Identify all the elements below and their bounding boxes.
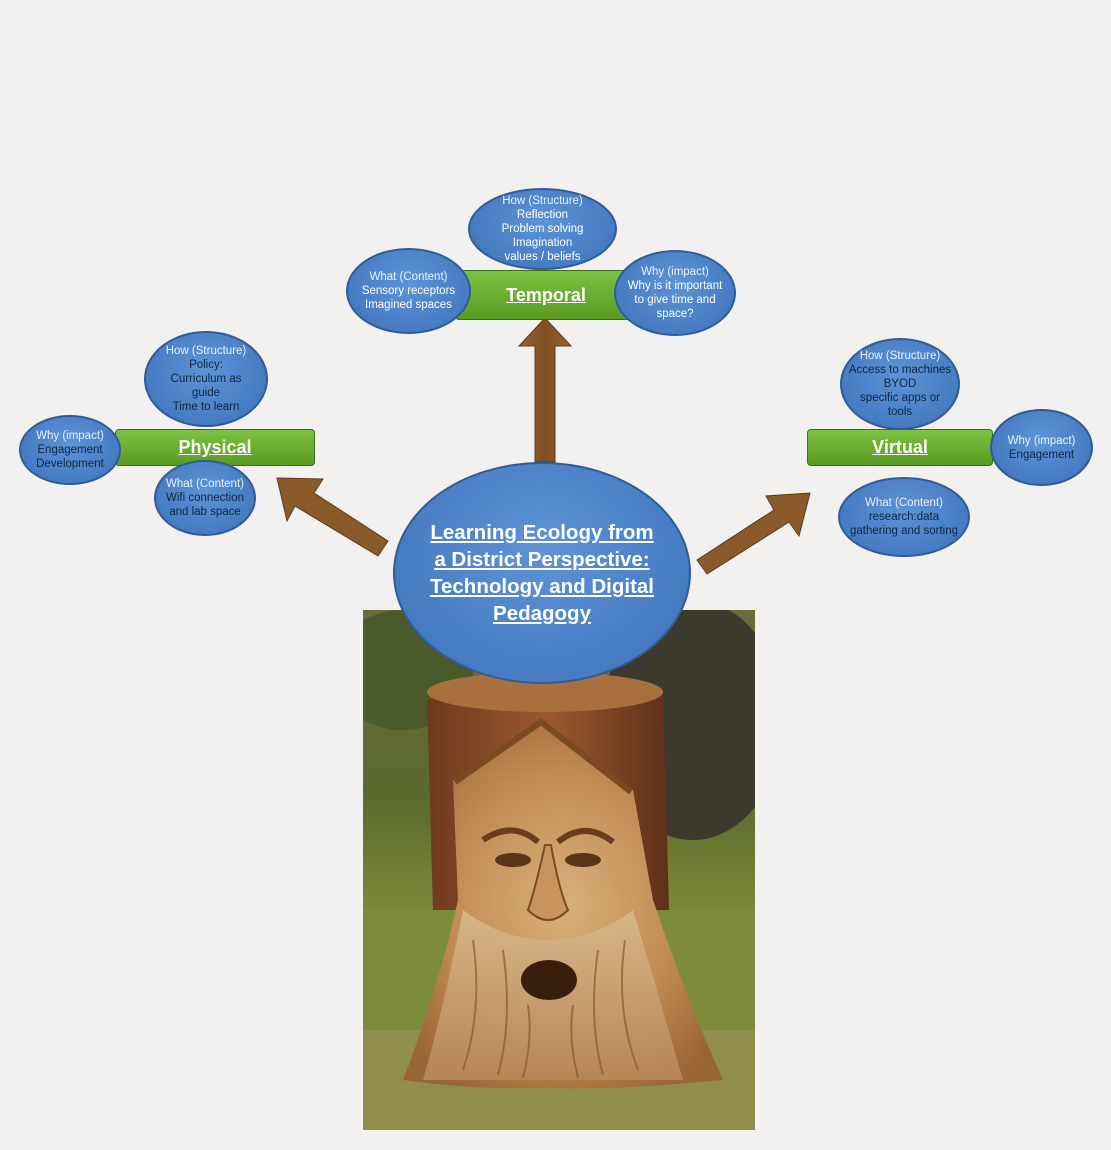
physical-what-oval: What (Content) Wifi connection and lab s… — [154, 460, 256, 536]
temporal-how-line-3: Imagination — [512, 237, 573, 249]
virtual-why-title: Why (impact) — [1007, 434, 1076, 447]
temporal-bar: Temporal — [455, 270, 637, 320]
physical-what-title: What (Content) — [166, 478, 244, 490]
temporal-what-line-2: Imagined spaces — [365, 299, 452, 311]
temporal-label: Temporal — [506, 284, 586, 305]
temporal-how-oval: How (Structure) Reflection Problem solvi… — [468, 188, 617, 270]
arrow-up-temporal — [517, 317, 573, 463]
virtual-what-line-1: research:data — [868, 511, 940, 523]
temporal-why-line-2: to give time and — [634, 294, 716, 306]
physical-why-title: Why (impact) — [36, 430, 104, 442]
virtual-what-title: What (Content) — [865, 497, 943, 509]
temporal-how-title: How (Structure) — [502, 195, 583, 207]
virtual-label: Virtual — [872, 437, 928, 457]
physical-how-line-1: Policy: — [189, 359, 223, 371]
physical-what-line-1: Wifi connection — [166, 492, 244, 504]
virtual-how-line-4: tools — [887, 406, 913, 418]
virtual-why-line-1: Engagement — [1008, 448, 1075, 461]
temporal-why-line-1: Why is it important — [627, 280, 723, 292]
virtual-how-line-1: Access to machines — [848, 364, 952, 376]
physical-why-line-2: Development — [36, 458, 104, 470]
temporal-why-line-3: space? — [656, 308, 694, 320]
physical-why-line-1: Engagement — [37, 444, 103, 456]
virtual-how-line-3: specific apps or — [860, 392, 940, 404]
center-title-line-1: Learning Ecology from — [430, 521, 654, 544]
center-title-line-3: Technology and Digital — [430, 575, 654, 598]
physical-why-oval: Why (impact) Engagement Development — [19, 415, 121, 485]
arrow-right-virtual — [696, 492, 811, 575]
temporal-how-line-4: values / beliefs — [504, 251, 581, 263]
temporal-what-title: What (Content) — [369, 271, 448, 283]
physical-how-title: How (Structure) — [165, 345, 247, 357]
virtual-why-oval: Why (impact) Engagement — [990, 409, 1093, 486]
virtual-how-title: How (Structure) — [859, 350, 941, 362]
virtual-how-oval: How (Structure) Access to machines BYOD … — [840, 338, 960, 430]
temporal-what-line-1: Sensory receptors — [361, 285, 456, 297]
carved-stump-photo — [363, 610, 755, 1130]
physical-how-line-3: guide — [191, 387, 221, 399]
physical-how-line-4: Time to learn — [172, 401, 240, 413]
physical-what-line-2: and lab space — [169, 506, 241, 518]
temporal-why-oval: Why (impact) Why is it important to give… — [614, 250, 736, 336]
temporal-what-oval: What (Content) Sensory receptors Imagine… — [346, 248, 471, 334]
virtual-how-line-2: BYOD — [883, 378, 917, 390]
center-topic-oval: Learning Ecology from a District Perspec… — [393, 462, 691, 684]
virtual-bar: Virtual — [807, 429, 993, 466]
temporal-how-line-1: Reflection — [516, 209, 569, 221]
virtual-what-oval: What (Content) research:data gathering a… — [838, 477, 970, 557]
temporal-why-title: Why (impact) — [641, 266, 709, 278]
center-title-line-4: Pedagogy — [493, 602, 591, 625]
physical-how-oval: How (Structure) Policy: Curriculum as gu… — [144, 331, 268, 427]
physical-label: Physical — [178, 437, 252, 457]
arrow-left-physical — [276, 477, 389, 557]
center-title-line-2: a District Perspective: — [434, 548, 650, 571]
physical-how-line-2: Curriculum as — [170, 373, 242, 385]
virtual-what-line-2: gathering and sorting — [849, 525, 959, 537]
temporal-how-line-2: Problem solving — [501, 223, 584, 235]
